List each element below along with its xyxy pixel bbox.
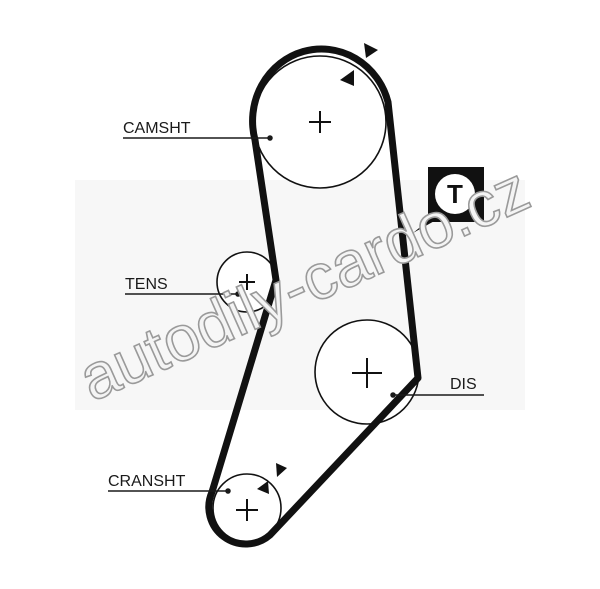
tensioner-label: TENS (125, 276, 168, 293)
camshaft-center-icon (309, 111, 331, 133)
timing-belt (205, 45, 422, 548)
rotation-arrow-icon (364, 43, 378, 58)
distributor-center-icon (352, 358, 382, 388)
tension-badge-icon: T (413, 167, 484, 233)
tensioner-center-icon (239, 274, 255, 290)
rotation-arrow-icon (257, 481, 269, 494)
rotation-arrow-icon (276, 463, 287, 477)
rotation-arrow-icon (340, 70, 354, 86)
crankshaft-label: CRANSHT (108, 473, 186, 490)
crankshaft-center-icon (236, 499, 258, 521)
camshaft-label: CAMSHT (123, 120, 191, 137)
distributor-label: DIS (450, 376, 477, 393)
badge-letter: T (447, 179, 463, 209)
